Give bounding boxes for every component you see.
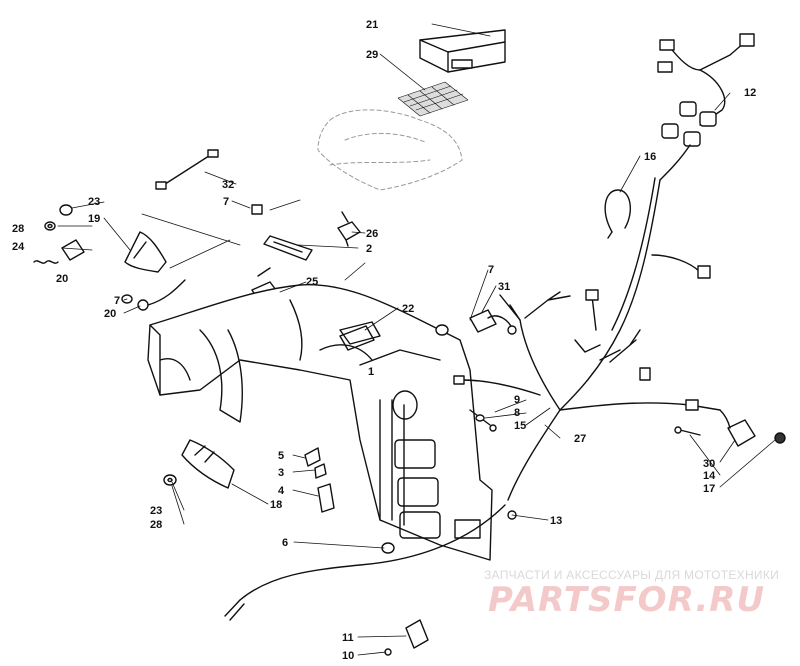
callout-17: 17: [703, 483, 715, 495]
watermark-logo-text: PARTSFOR.RU: [488, 580, 766, 620]
console-body-part-1: [147, 283, 493, 561]
light-switch-part-30: [719, 409, 756, 447]
leader-lines: [57, 23, 776, 656]
switch-part-31: [469, 309, 517, 335]
callout-1: 1: [368, 366, 374, 378]
callout-30: 30: [703, 458, 715, 470]
callout-7-right: 7: [488, 264, 494, 276]
callout-2: 2: [366, 243, 372, 255]
callout-19: 19: [88, 213, 100, 225]
bracket-plate-part-2: [263, 235, 313, 261]
callout-5: 5: [278, 450, 284, 462]
fastener-part-3: [314, 463, 327, 479]
lower-harness-wire: [224, 504, 506, 621]
callout-26: 26: [366, 228, 378, 240]
callout-24: 24: [12, 241, 25, 253]
clip-part-4: [317, 483, 335, 513]
callout-labels: 1 2 3 4 5 6 7 7 7 8 9 10 11 12 13 14 15 …: [12, 19, 756, 662]
callout-28-upper: 28: [12, 223, 24, 235]
callout-9: 9: [514, 394, 520, 406]
cable-clamp-part-16: [604, 189, 632, 239]
callout-13: 13: [550, 515, 562, 527]
callout-12: 12: [744, 87, 756, 99]
callout-23-lower: 23: [150, 505, 162, 517]
taillight-lens-part-19: [124, 231, 167, 273]
kill-switch-part-11: [405, 619, 429, 649]
callout-32: 32: [222, 179, 234, 191]
callout-20-upper: 20: [56, 273, 68, 285]
callout-29: 29: [366, 49, 378, 61]
callout-6: 6: [282, 537, 288, 549]
module-box-part-21: [419, 29, 506, 73]
gauge-bracket-part-22: [339, 325, 375, 351]
callout-25: 25: [306, 276, 318, 288]
wire-link-part-32: [155, 149, 219, 190]
lower-lens-part-18: [181, 439, 235, 489]
mesh-pad-part-29: [397, 81, 469, 117]
callout-8: 8: [514, 407, 520, 419]
grommet-part-23-lower: [163, 474, 177, 486]
screw-part-14: [674, 426, 701, 436]
ghost-seat-outline: [317, 109, 463, 191]
clip-part-7-upper: [251, 204, 263, 215]
callout-15: 15: [514, 420, 526, 432]
callout-11: 11: [342, 632, 354, 644]
wiring-harness-part-27: [453, 177, 721, 520]
grommet-part-7-right: [435, 324, 449, 336]
callout-7-left: 7: [114, 295, 120, 307]
callout-31: 31: [498, 281, 510, 293]
screw-part-9: [469, 409, 497, 432]
callout-10: 10: [342, 650, 354, 662]
toggle-switch-part-26: [337, 211, 361, 247]
callout-23-upper: 23: [88, 196, 100, 208]
washer-part-8: [475, 414, 485, 422]
washer-part-28-upper: [44, 221, 56, 231]
grommet-part-23-upper: [59, 204, 73, 216]
callout-7-upper: 7: [223, 196, 229, 208]
callout-4: 4: [278, 485, 285, 497]
bulb-part-20-lower: [137, 279, 186, 311]
callout-21: 21: [366, 19, 378, 31]
callout-18: 18: [270, 499, 282, 511]
callout-20-lower: 20: [104, 308, 116, 320]
nut-part-17: [774, 432, 786, 444]
callout-27: 27: [574, 433, 586, 445]
bulb-socket-part-24: [33, 239, 85, 264]
callout-14: 14: [703, 470, 716, 482]
callout-22: 22: [402, 303, 414, 315]
fastener-part-5: [304, 447, 321, 467]
watermark-tagline: ЗАПЧАСТИ И АКСЕССУАРЫ ДЛЯ МОТОТЕХНИКИ: [484, 568, 780, 582]
callout-3: 3: [278, 467, 284, 479]
harness-connectors-part-12: [657, 33, 755, 181]
callout-28-lower: 28: [150, 519, 162, 531]
callout-16: 16: [644, 151, 656, 163]
